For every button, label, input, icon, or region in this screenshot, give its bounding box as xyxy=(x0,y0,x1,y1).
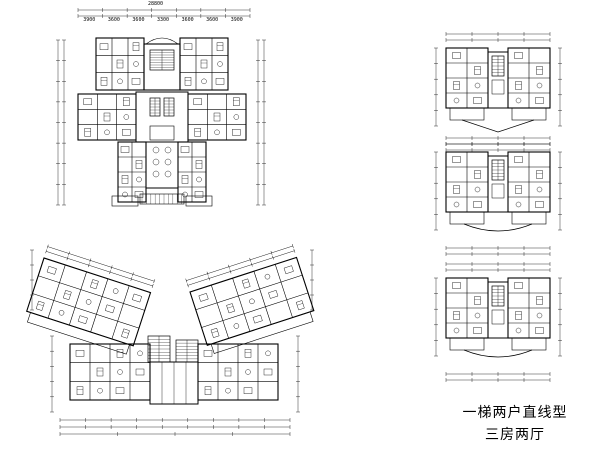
linear-unit-plan-3 xyxy=(434,262,562,382)
segment-dimension-label: 3600 xyxy=(132,17,145,23)
caption-layout-type: 一梯两户直线型 xyxy=(462,405,568,421)
overall-dimension-label: 28800 xyxy=(148,1,164,7)
segment-dimension-label: 3900 xyxy=(230,17,243,23)
segment-dimension-label: 3300 xyxy=(157,17,170,23)
v-shaped-slab-plan xyxy=(26,244,315,436)
cross-shaped-tower-plan xyxy=(56,8,266,207)
segment-dimension-label: 3600 xyxy=(107,17,120,23)
segment-dimension-label: 3600 xyxy=(206,17,219,23)
segment-dimension-label: 3900 xyxy=(83,17,96,23)
linear-unit-plan-1 xyxy=(434,32,562,152)
caption-room-type: 三房两厅 xyxy=(485,427,545,443)
segment-dimension-label: 3600 xyxy=(181,17,194,23)
linear-unit-plan-2 xyxy=(434,136,562,256)
